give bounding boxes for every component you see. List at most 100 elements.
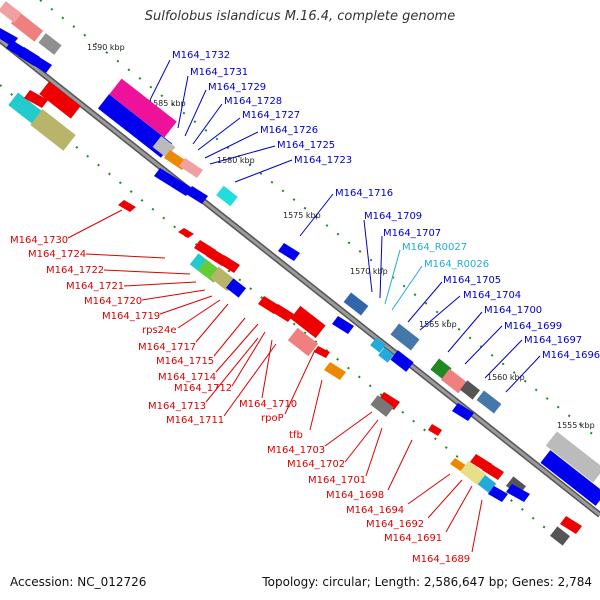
feature-forward	[343, 292, 369, 316]
feature-forward	[390, 323, 420, 351]
gene-label: M164_1713	[148, 401, 206, 412]
gene-label: M164_1712	[174, 383, 232, 394]
gene-label: tfb	[289, 430, 303, 441]
gene-label: M164_1728	[224, 96, 282, 107]
feature-forward	[452, 403, 474, 421]
forward-labels: M164_1732 M164_1731 M164_1729 M164_1728 …	[149, 50, 600, 393]
tick-label-1570: 1570 kbp	[350, 267, 388, 276]
feature-reverse	[428, 424, 442, 436]
feature-reverse	[370, 395, 394, 417]
feature-reverse	[272, 304, 294, 322]
feature-reverse	[482, 462, 504, 480]
feature-forward	[170, 178, 192, 196]
accession-text: Accession: NC_012726	[10, 575, 146, 589]
feature-reverse	[488, 486, 508, 502]
feature-reverse	[314, 346, 330, 358]
kbp-tick-labels: 1590 kbp 1585 kbp 1580 kbp 1575 kbp 1570…	[87, 43, 595, 430]
tick-label-1555: 1555 kbp	[557, 421, 595, 430]
gene-label: M164_1711	[166, 415, 224, 426]
feature-forward	[10, 12, 44, 42]
forward-features	[0, 1, 600, 506]
feature-forward	[0, 1, 22, 23]
feature-forward	[216, 185, 238, 207]
gene-label: M164_1716	[335, 188, 393, 199]
feature-reverse	[506, 484, 530, 502]
tick-label-1590: 1590 kbp	[87, 43, 125, 52]
genome-backbone	[0, 37, 600, 518]
gene-label: M164_1702	[287, 459, 345, 470]
tick-label-1565: 1565 kbp	[419, 320, 457, 329]
gene-label: rpoP	[261, 413, 284, 424]
gene-label: M164_1719	[102, 311, 160, 322]
feature-forward	[390, 350, 414, 372]
gene-label: M164_1715	[156, 356, 214, 367]
feature-reverse	[378, 392, 400, 410]
feature-forward	[30, 55, 52, 73]
feature-reverse	[218, 255, 240, 273]
feature-reverse	[287, 327, 319, 357]
gene-label: M164_1703	[267, 445, 325, 456]
gene-label: M164_1705	[443, 275, 501, 286]
tick-label-1580: 1580 kbp	[217, 156, 255, 165]
gene-label: M164_1694	[346, 505, 404, 516]
feature-forward	[179, 158, 203, 178]
feature-reverse	[324, 362, 346, 380]
gene-label: M164_1731	[190, 67, 248, 78]
gene-label: M164_1717	[138, 342, 196, 353]
feature-reverse	[39, 81, 81, 119]
feature-forward	[278, 243, 300, 261]
tick-label-1575: 1575 kbp	[283, 211, 321, 220]
feature-forward	[109, 78, 177, 138]
feature-reverse	[118, 200, 136, 212]
gene-label: M164_1697	[524, 335, 582, 346]
gene-label: M164_1732	[172, 50, 230, 61]
map-title: Sulfolobus islandicus M.16.4, complete g…	[145, 9, 455, 24]
summary-text: Topology: circular; Length: 2,586,647 bp…	[261, 575, 592, 589]
feature-forward	[545, 431, 600, 483]
gene-label: M164_1696	[542, 350, 600, 361]
gene-label: M164_1721	[66, 281, 124, 292]
feature-forward	[540, 450, 600, 506]
feature-forward	[441, 368, 467, 394]
gene-label: M164_1707	[383, 228, 441, 239]
feature-forward	[476, 390, 502, 414]
gene-label: M164_1710	[239, 399, 297, 410]
tick-label-1560: 1560 kbp	[487, 373, 525, 382]
gene-label: M164_1689	[412, 554, 470, 565]
gene-label: M164_1709	[364, 211, 422, 222]
reverse-labels: M164_1730 M164_1724 M164_1722 M164_1721 …	[10, 209, 483, 565]
feature-reverse	[24, 90, 48, 108]
gene-label: M164_1704	[463, 290, 521, 301]
feature-reverse	[550, 526, 570, 546]
feature-forward	[378, 347, 394, 363]
feature-reverse	[290, 305, 326, 339]
tick-label-1585: 1585 kbp	[148, 99, 186, 108]
feature-reverse	[226, 278, 246, 298]
feature-reverse	[178, 228, 194, 238]
feature-reverse	[8, 92, 42, 124]
gene-label: M164_1724	[28, 249, 86, 260]
gene-label: M164_1725	[277, 140, 335, 151]
feature-reverse	[460, 460, 486, 486]
gene-label: M164_1727	[242, 110, 300, 121]
gene-label: M164_1692	[366, 519, 424, 530]
gene-label: M164_R0026	[424, 259, 489, 270]
gene-label: M164_1691	[384, 533, 442, 544]
feature-forward	[186, 186, 208, 204]
gene-label: M164_1720	[84, 296, 142, 307]
gene-label: M164_1701	[308, 475, 366, 486]
gene-label: M164_1723	[294, 155, 352, 166]
feature-forward	[38, 33, 62, 55]
gene-label: M164_1730	[10, 235, 68, 246]
feature-reverse	[477, 474, 497, 494]
gene-label: M164_1729	[208, 82, 266, 93]
reverse-features	[8, 81, 582, 546]
feature-reverse	[560, 516, 582, 534]
gene-label: M164_1699	[504, 321, 562, 332]
gene-label: rps24e	[142, 325, 177, 336]
gene-label: M164_1698	[326, 490, 384, 501]
feature-forward	[332, 316, 354, 334]
gene-label: M164_1722	[46, 265, 104, 276]
gene-label: M164_R0027	[402, 242, 467, 253]
